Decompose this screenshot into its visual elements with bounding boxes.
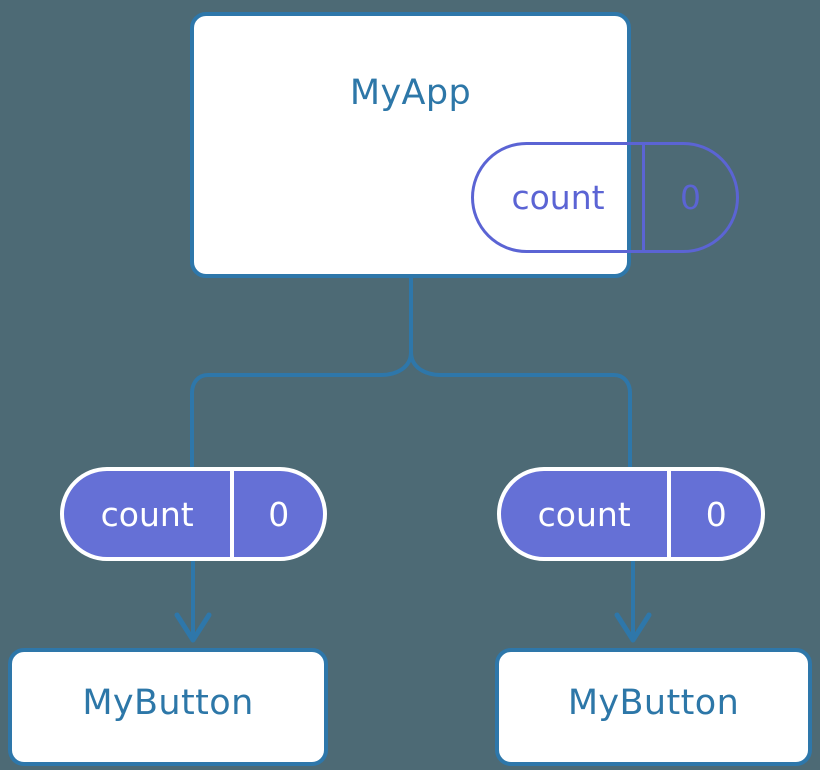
component-title-mybutton-right: MyButton [567,683,740,723]
state-key-label: count [474,145,646,250]
arrow-head-right-icon [614,612,652,643]
props-pill-right-count[interactable]: count 0 [497,467,765,561]
connector-root-split-left [190,350,413,469]
component-title-myapp: MyApp [349,73,472,113]
component-box-mybutton-left[interactable]: MyButton [8,648,328,766]
component-title-mybutton-left: MyButton [82,683,254,723]
props-key-label: count [501,471,672,557]
arrow-head-left-icon [174,612,212,643]
connector-root-split [409,276,632,469]
props-key-label: count [64,471,235,557]
state-value-label: 0 [680,178,702,217]
props-value-label: 0 [268,494,290,534]
component-box-myapp[interactable]: MyApp count 0 [190,12,739,278]
props-pill-left-count[interactable]: count 0 [60,467,327,561]
component-box-mybutton-right[interactable]: MyButton [495,648,812,766]
state-pill-myapp-count[interactable]: count 0 [471,142,739,253]
props-value-label: 0 [705,494,727,534]
